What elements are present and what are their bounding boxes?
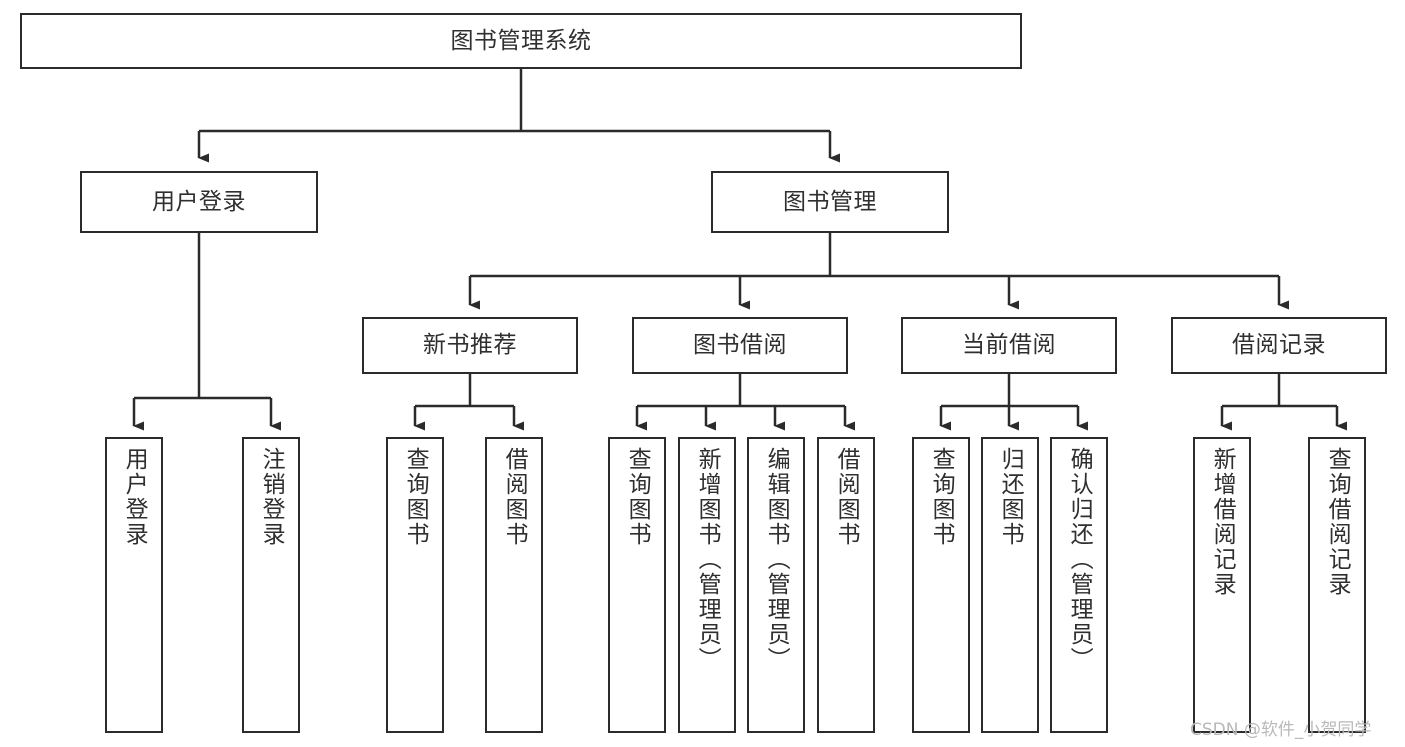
node-label: 借阅图书 <box>501 447 528 547</box>
node-leaf-return-book[interactable]: 归还图书 <box>981 437 1039 733</box>
node-label: 新书推荐 <box>423 332 517 359</box>
node-label: 编辑图书（管理员） <box>763 447 790 672</box>
node-label: 新增图书（管理员） <box>694 447 721 672</box>
node-label: 用户登录 <box>152 188 246 215</box>
node-leaf-query-record[interactable]: 查询借阅记录 <box>1308 437 1366 733</box>
node-label: 借阅图书 <box>833 447 860 547</box>
node-leaf-query-book-3[interactable]: 查询图书 <box>912 437 970 733</box>
node-label: 借阅记录 <box>1232 332 1326 359</box>
node-leaf-logout[interactable]: 注销登录 <box>242 437 300 733</box>
node-leaf-user-login[interactable]: 用户登录 <box>105 437 163 733</box>
node-label: 查询图书 <box>402 447 429 547</box>
node-leaf-add-book[interactable]: 新增图书（管理员） <box>678 437 736 733</box>
node-borrow-record[interactable]: 借阅记录 <box>1171 317 1387 374</box>
node-label: 查询图书 <box>928 447 955 547</box>
node-user-login[interactable]: 用户登录 <box>80 171 318 233</box>
node-leaf-confirm-return[interactable]: 确认归还（管理员） <box>1050 437 1108 733</box>
node-leaf-borrow-book-2[interactable]: 借阅图书 <box>817 437 875 733</box>
node-leaf-edit-book[interactable]: 编辑图书（管理员） <box>747 437 805 733</box>
node-label: 用户登录 <box>121 447 148 547</box>
node-label: 注销登录 <box>258 447 285 547</box>
csdn-watermark: CSDN @软件_小贺同学 <box>1190 720 1372 740</box>
node-label: 查询借阅记录 <box>1324 447 1351 597</box>
node-label: 图书管理 <box>783 188 877 215</box>
node-leaf-query-book-1[interactable]: 查询图书 <box>386 437 444 733</box>
node-label: 图书管理系统 <box>450 27 592 54</box>
node-book-management[interactable]: 图书管理 <box>711 171 949 233</box>
node-label: 新增借阅记录 <box>1209 447 1236 597</box>
node-label: 查询图书 <box>624 447 651 547</box>
node-current-borrow[interactable]: 当前借阅 <box>901 317 1117 374</box>
node-leaf-query-book-2[interactable]: 查询图书 <box>608 437 666 733</box>
node-leaf-add-record[interactable]: 新增借阅记录 <box>1193 437 1251 733</box>
node-label: 当前借阅 <box>962 332 1056 359</box>
node-leaf-borrow-book-1[interactable]: 借阅图书 <box>485 437 543 733</box>
node-root-system[interactable]: 图书管理系统 <box>20 13 1022 69</box>
node-book-borrow[interactable]: 图书借阅 <box>632 317 848 374</box>
node-label: 确认归还（管理员） <box>1066 447 1093 672</box>
node-label: 归还图书 <box>997 447 1024 547</box>
node-new-book-recommend[interactable]: 新书推荐 <box>362 317 578 374</box>
node-label: 图书借阅 <box>693 332 787 359</box>
